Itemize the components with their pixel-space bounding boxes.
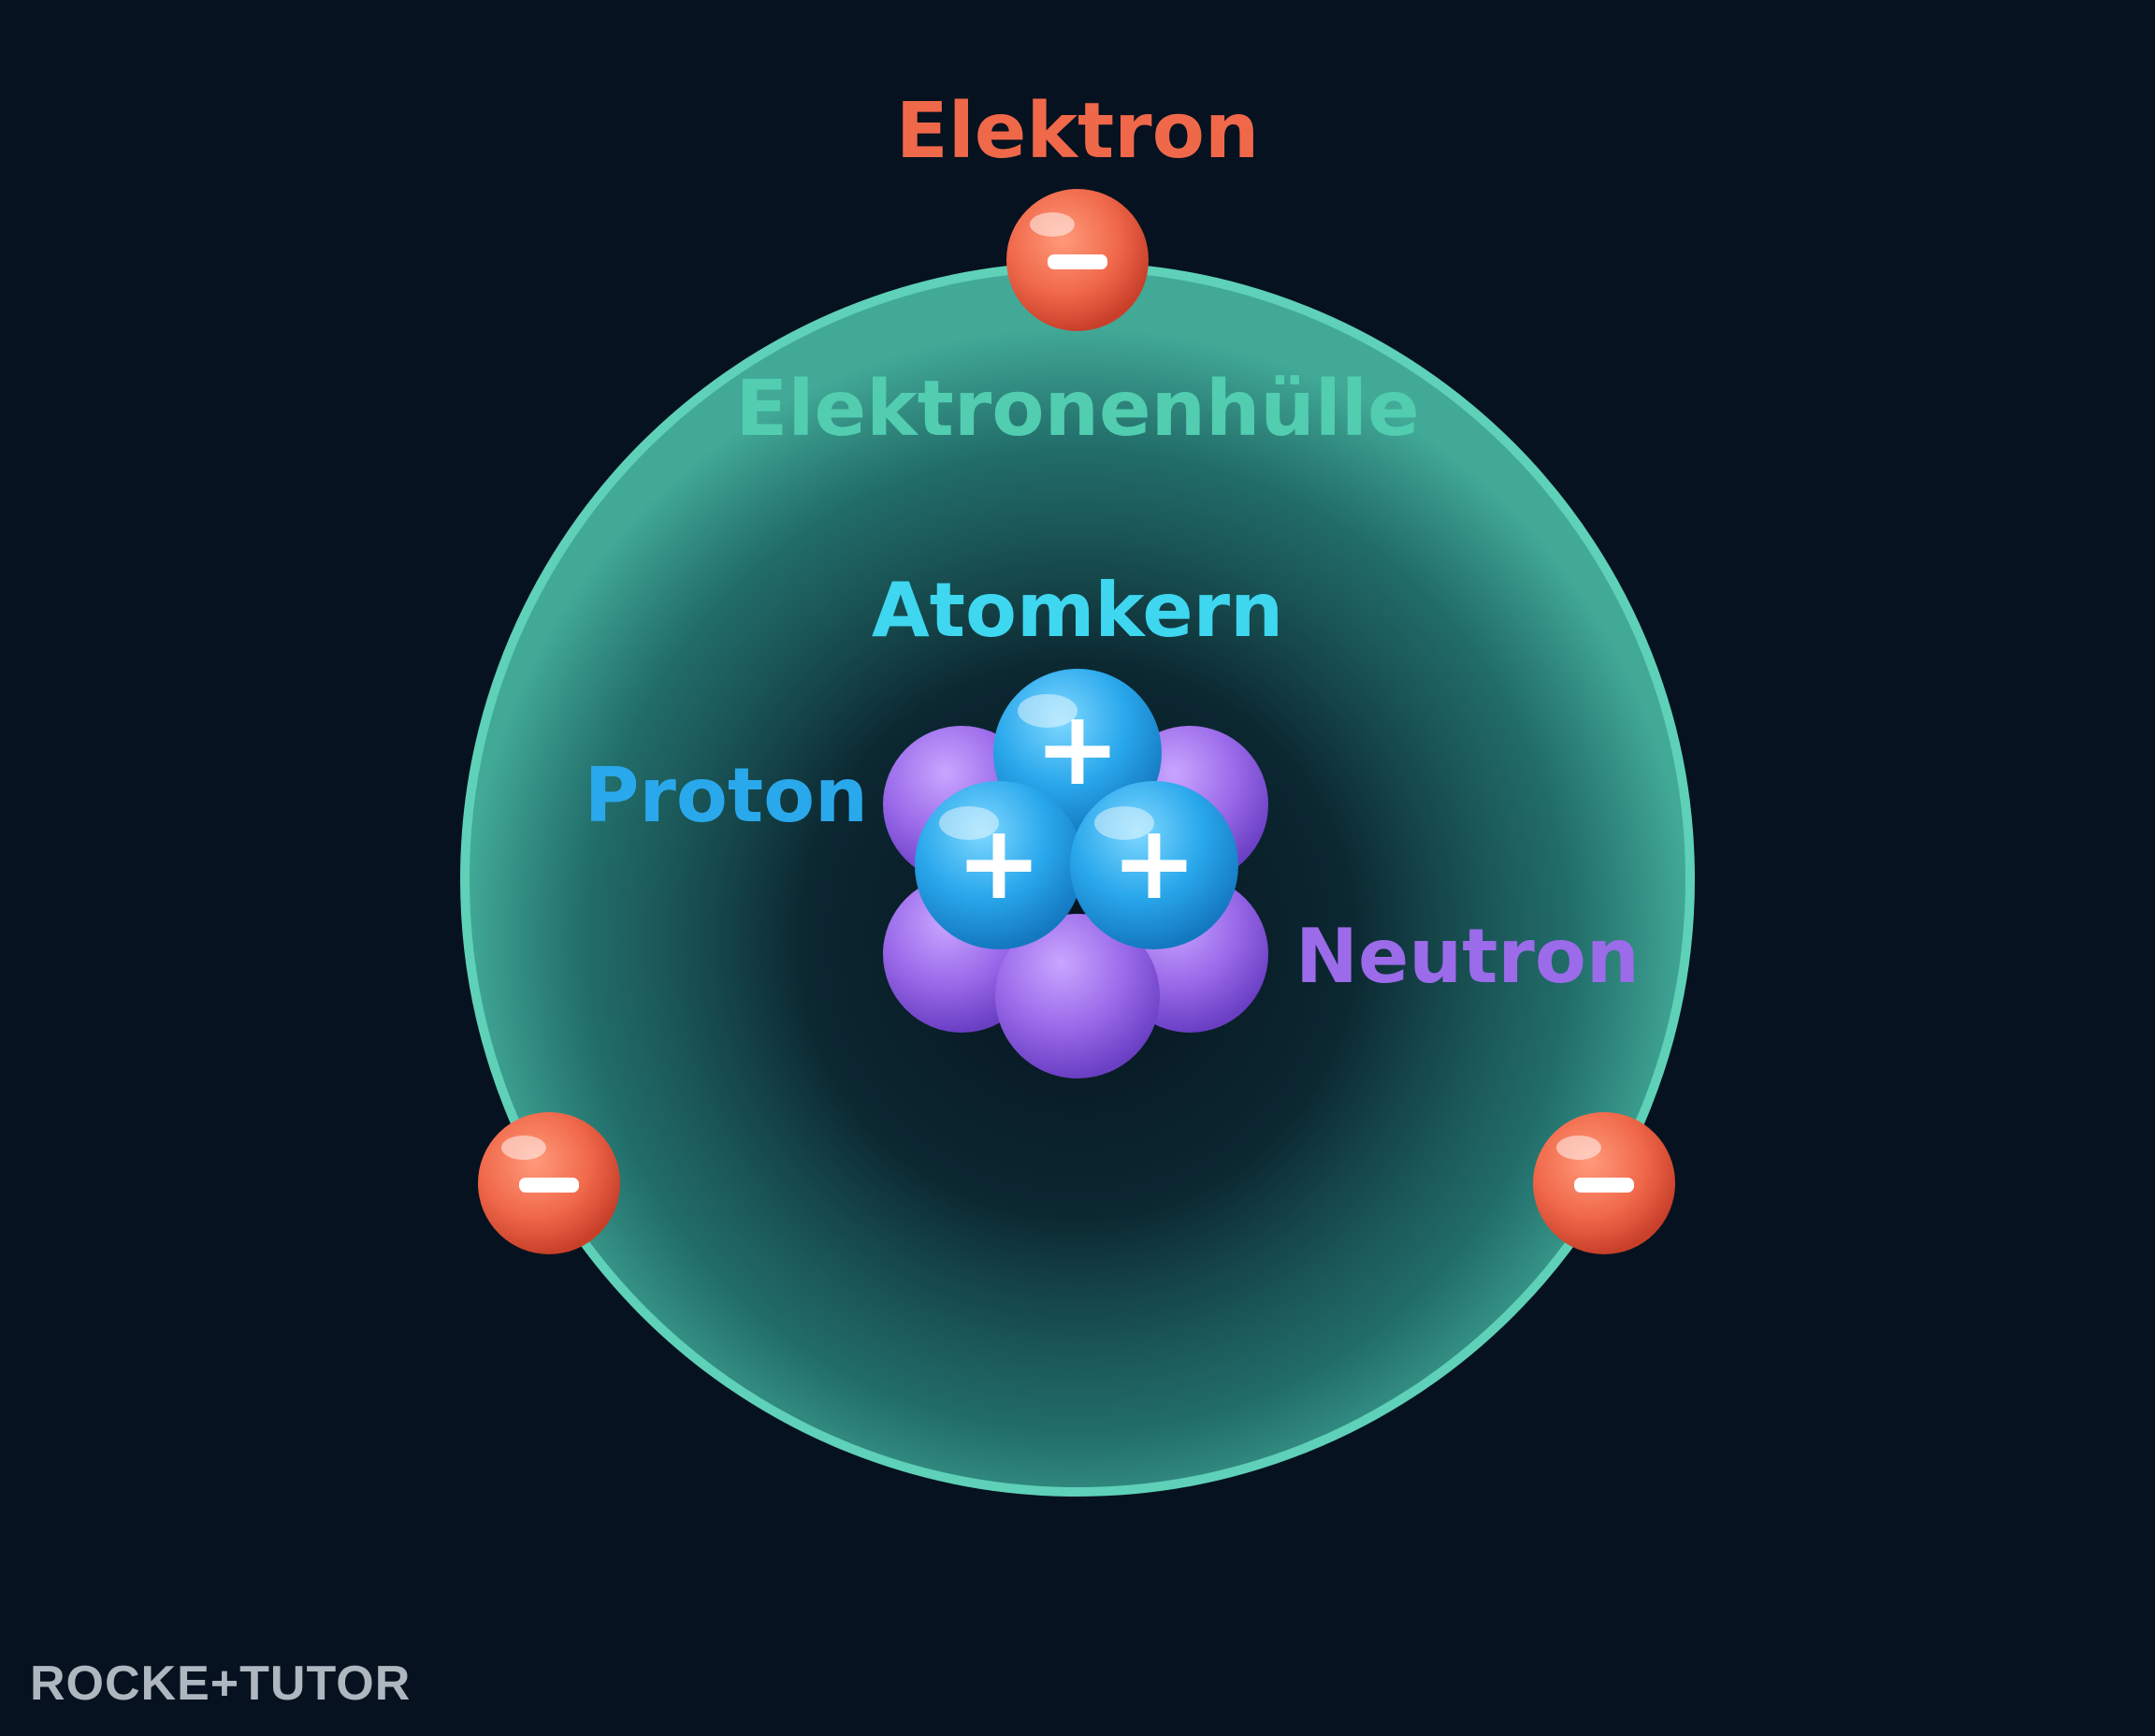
proton-label: Proton bbox=[585, 752, 868, 839]
proton-particle: + bbox=[915, 781, 1083, 949]
electron-particle-top bbox=[1006, 189, 1149, 331]
nucleus: + + + bbox=[883, 669, 1268, 1078]
proton-particle: + bbox=[1070, 781, 1238, 949]
neutron-label: Neutron bbox=[1295, 913, 1640, 1000]
electron-particle-right bbox=[1533, 1112, 1675, 1254]
electron-particle-left bbox=[478, 1112, 620, 1254]
svg-text:+: + bbox=[956, 803, 1042, 922]
neutron-particle bbox=[995, 914, 1160, 1078]
electron-label: Elektron bbox=[896, 87, 1260, 176]
svg-text:+: + bbox=[1111, 803, 1197, 922]
svg-text:+: + bbox=[1034, 688, 1121, 808]
nucleus-label: Atomkern bbox=[872, 567, 1283, 654]
rocket-tutor-logo: ROCKE+TUTOR bbox=[30, 1656, 412, 1711]
shell-label: Elektronenhülle bbox=[735, 365, 1419, 454]
